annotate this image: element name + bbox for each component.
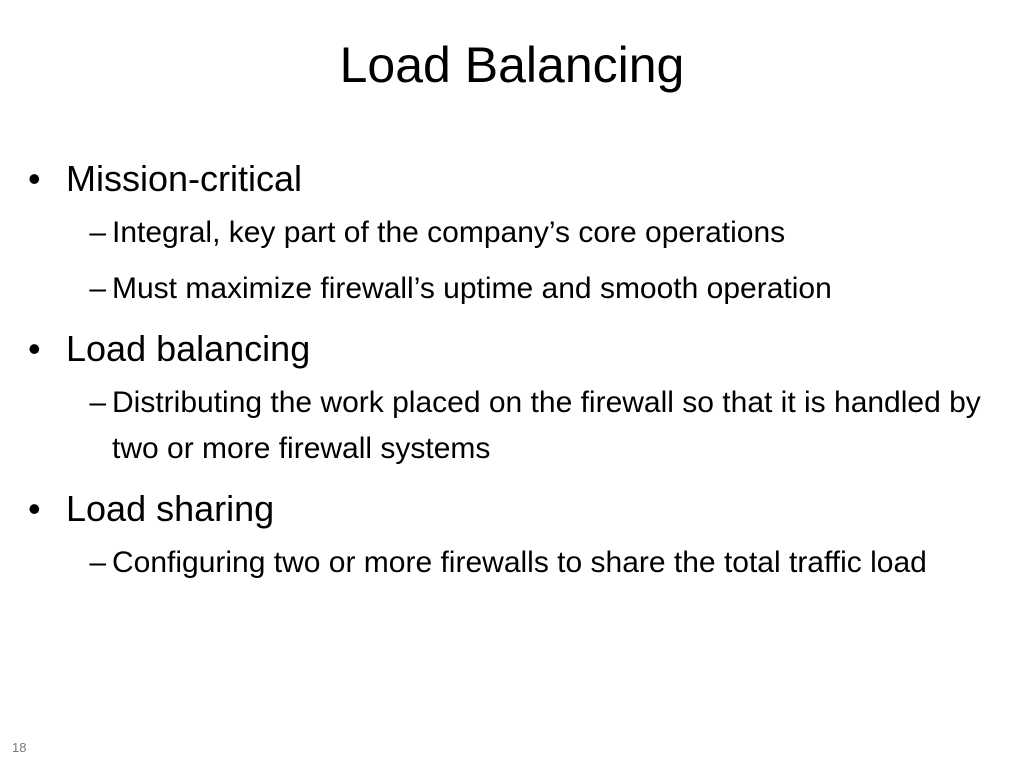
bullet-icon: • xyxy=(28,158,41,199)
sub-bullet-item: – Must maximize firewall’s uptime and sm… xyxy=(66,266,988,312)
bullet-item-mission-critical: • Mission-critical – Integral, key part … xyxy=(28,152,988,312)
sub-bullet-item: – Configuring two or more firewalls to s… xyxy=(66,540,988,586)
bullet-list: • Mission-critical – Integral, key part … xyxy=(28,152,988,596)
bullet-item-load-sharing: • Load sharing – Configuring two or more… xyxy=(28,482,988,586)
bullet-icon: • xyxy=(28,488,41,529)
bullet-icon: • xyxy=(28,328,41,369)
sub-bullet-text: Must maximize firewall’s uptime and smoo… xyxy=(112,272,832,305)
bullet-text: Mission-critical xyxy=(66,158,303,199)
sub-bullet-text: Distributing the work placed on the fire… xyxy=(112,386,981,465)
bullet-text: Load balancing xyxy=(66,328,311,369)
page-number: 18 xyxy=(12,740,27,755)
sub-bullet-list: – Distributing the work placed on the fi… xyxy=(66,380,988,472)
bullet-text: Load sharing xyxy=(66,488,275,529)
dash-icon: – xyxy=(89,546,106,579)
sub-bullet-text: Integral, key part of the company’s core… xyxy=(112,216,786,249)
dash-icon: – xyxy=(89,272,106,305)
slide-title: Load Balancing xyxy=(339,37,685,93)
sub-bullet-item: – Distributing the work placed on the fi… xyxy=(66,380,988,472)
bullet-item-load-balancing: • Load balancing – Distributing the work… xyxy=(28,322,988,472)
sub-bullet-list: – Integral, key part of the company’s co… xyxy=(66,210,988,312)
sub-bullet-text: Configuring two or more firewalls to sha… xyxy=(112,546,927,579)
dash-icon: – xyxy=(89,386,106,419)
sub-bullet-list: – Configuring two or more firewalls to s… xyxy=(66,540,988,586)
dash-icon: – xyxy=(89,216,106,249)
sub-bullet-item: – Integral, key part of the company’s co… xyxy=(66,210,988,256)
